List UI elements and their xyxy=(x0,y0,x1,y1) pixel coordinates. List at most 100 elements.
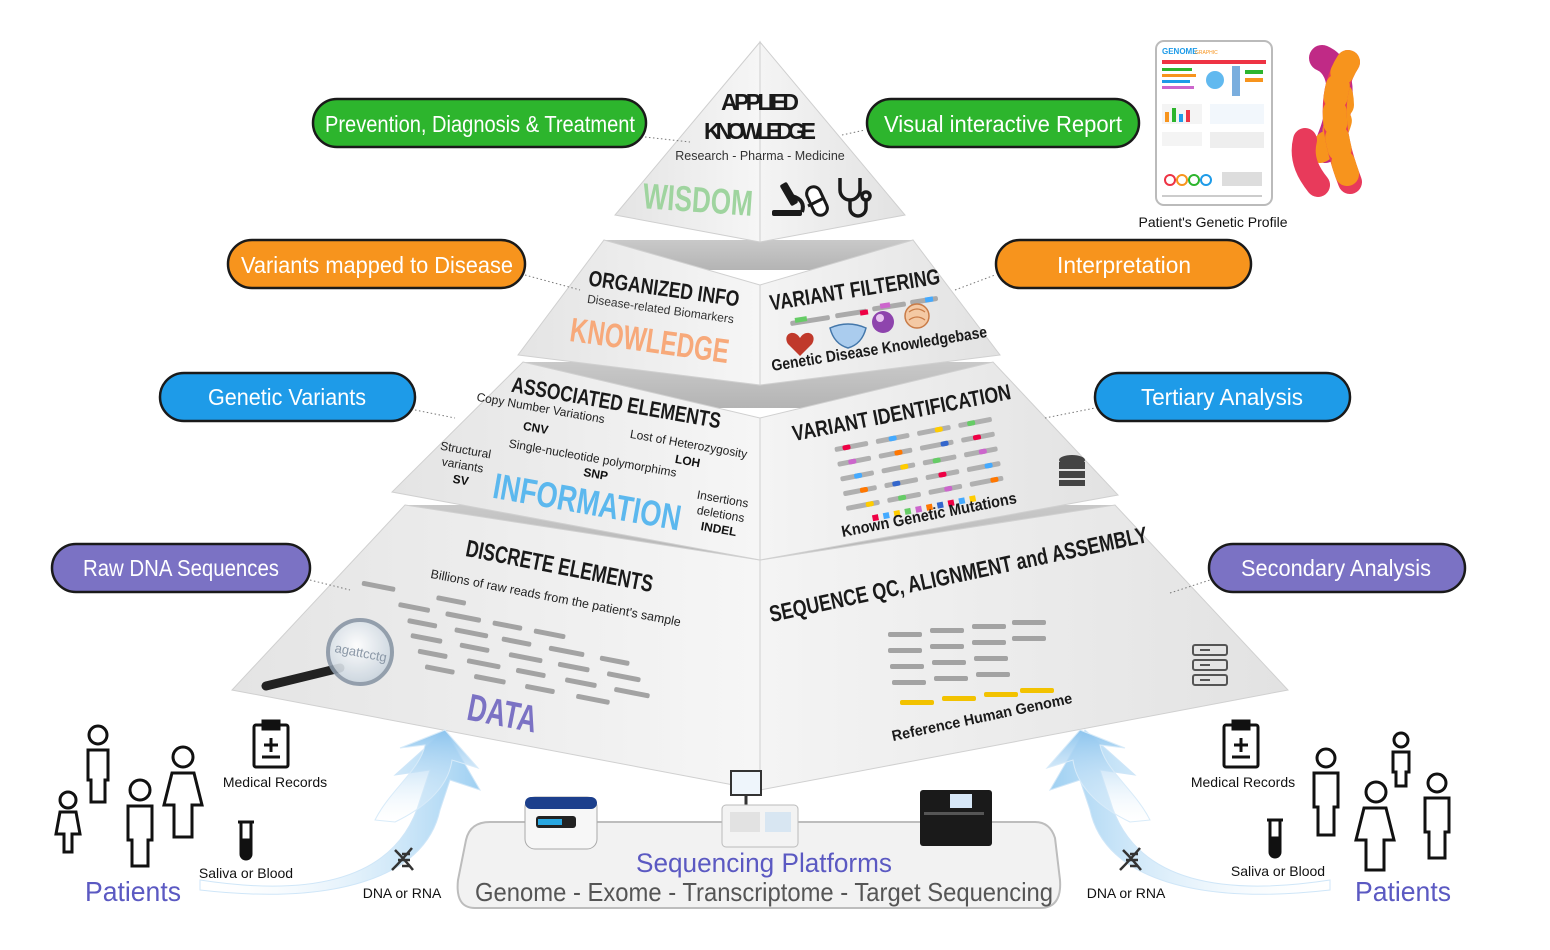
wisdom-title-line1: APPLIED xyxy=(721,89,799,115)
raw-read-bar xyxy=(614,687,650,699)
mutation-marker xyxy=(990,476,999,483)
mutation-dot xyxy=(893,509,901,518)
pill-variants-mapped[interactable]: Variants mapped to Disease xyxy=(226,238,527,290)
raw-read-bar xyxy=(398,602,430,613)
raw-read-bar xyxy=(417,648,448,659)
report-thumbnail-content xyxy=(1162,60,1266,197)
left-medical-records-label: Medical Records xyxy=(223,774,327,790)
raw-read-bar xyxy=(565,677,597,688)
aligned-read-bar xyxy=(1012,620,1046,625)
mutation-marker xyxy=(967,420,976,427)
right-patient-figures xyxy=(1312,731,1451,872)
loh-code: LOH xyxy=(674,452,701,470)
pill-prevention[interactable]: Prevention, Diagnosis & Treatment xyxy=(311,97,648,149)
mutation-dot xyxy=(904,507,912,515)
pill-genetic-variants-label: Genetic Variants xyxy=(208,384,366,410)
aligned-read-bar xyxy=(976,672,1010,677)
mutation-marker xyxy=(984,462,993,469)
server-icon xyxy=(1192,644,1228,686)
left-patients-label: Patients xyxy=(85,876,181,907)
pill-secondary-label: Secondary Analysis xyxy=(1241,555,1431,581)
raw-read-bar xyxy=(454,627,489,639)
aligned-reads xyxy=(888,620,1054,705)
indel-code: INDEL xyxy=(700,519,738,539)
aligned-read-bar xyxy=(888,632,922,637)
pill-raw-dna-label: Raw DNA Sequences xyxy=(83,555,279,581)
raw-read-bar xyxy=(515,668,546,678)
raw-read-bar xyxy=(576,693,610,705)
pill-genetic-variants[interactable]: Genetic Variants xyxy=(158,371,417,423)
sequencer-benchtop-icon xyxy=(524,796,598,850)
report-heading-accent: GRAPHIC xyxy=(1195,50,1218,56)
mutation-dot xyxy=(969,495,977,503)
platforms-title: Sequencing Platforms xyxy=(636,848,892,878)
mutation-marker xyxy=(854,472,863,479)
reference-genome-bar xyxy=(1020,688,1054,693)
pill-tertiary[interactable]: Tertiary Analysis xyxy=(1093,371,1352,423)
pill-interpretation[interactable]: Interpretation xyxy=(994,238,1253,290)
raw-read-bar xyxy=(474,674,506,685)
aligned-read-bar xyxy=(974,656,1008,661)
raw-read-bar xyxy=(557,661,590,673)
mutation-marker xyxy=(892,480,901,487)
pill-variants-mapped-label: Variants mapped to Disease xyxy=(241,252,513,278)
genetic-profile-caption: Patient's Genetic Profile xyxy=(1139,214,1288,230)
right-medical-records-label: Medical Records xyxy=(1191,774,1295,790)
mutation-marker xyxy=(865,501,874,507)
mutation-dot xyxy=(958,497,966,505)
right-clipboard-icon xyxy=(1222,719,1260,769)
raw-read-bar xyxy=(606,671,641,683)
left-patient-figures xyxy=(54,724,204,868)
mutation-marker xyxy=(944,485,953,492)
mutation-marker xyxy=(934,426,943,433)
raw-read-bar xyxy=(548,645,585,657)
right-test-tube-icon xyxy=(1267,818,1283,859)
left-dna-label: DNA or RNA xyxy=(363,885,442,901)
aligned-read-bar xyxy=(888,648,922,653)
mutation-marker xyxy=(932,457,941,464)
genetic-profile-report[interactable]: GENOME GRAPHIC xyxy=(1155,40,1273,206)
aligned-read-bar xyxy=(930,644,964,649)
mutation-dot xyxy=(936,501,944,509)
pill-icon xyxy=(805,185,829,217)
reference-genome-bar xyxy=(900,700,934,705)
raw-reads xyxy=(361,580,650,705)
magnifier-icon xyxy=(261,618,394,691)
cnv-code: CNV xyxy=(522,419,549,437)
wisdom-title-line2: KNOWLEDGE xyxy=(704,118,816,144)
right-up-arrow xyxy=(1045,729,1151,823)
wisdom-level-label: WISDOM xyxy=(642,175,755,224)
pill-tertiary-label: Tertiary Analysis xyxy=(1141,384,1303,410)
raw-read-bar xyxy=(508,652,543,664)
aligned-read-bar xyxy=(1012,636,1046,641)
microscope-icon xyxy=(772,182,805,216)
raw-read-bar xyxy=(407,618,438,629)
pill-raw-dna[interactable]: Raw DNA Sequences xyxy=(50,542,312,594)
mutation-bars xyxy=(834,417,1004,522)
mutation-dot xyxy=(925,503,933,511)
wisdom-subtitle: Research - Pharma - Medicine xyxy=(675,149,845,163)
left-saliva-label: Saliva or Blood xyxy=(199,865,293,881)
brain-icon xyxy=(904,303,930,329)
aligned-read-bar xyxy=(892,680,926,685)
snp-code: SNP xyxy=(582,465,609,483)
mutation-marker xyxy=(859,487,869,493)
mutation-dot xyxy=(882,512,890,520)
mutation-marker xyxy=(848,458,857,465)
pill-visual-report[interactable]: Visual interactive Report xyxy=(865,97,1141,149)
aligned-read-bar xyxy=(930,628,964,633)
raw-read-bar xyxy=(525,684,555,694)
right-saliva-label: Saliva or Blood xyxy=(1231,863,1325,879)
raw-read-bar xyxy=(492,620,523,631)
raw-read-bar xyxy=(533,628,566,640)
right-dna-label: DNA or RNA xyxy=(1087,885,1166,901)
raw-read-bar xyxy=(410,633,443,644)
left-test-tube-icon xyxy=(238,820,254,861)
stethoscope-icon xyxy=(838,178,872,218)
heart-icon xyxy=(786,332,814,356)
pill-secondary[interactable]: Secondary Analysis xyxy=(1207,542,1467,594)
mutation-dot xyxy=(947,499,955,507)
right-patients-label: Patients xyxy=(1355,876,1451,907)
raw-read-bar xyxy=(459,642,490,653)
